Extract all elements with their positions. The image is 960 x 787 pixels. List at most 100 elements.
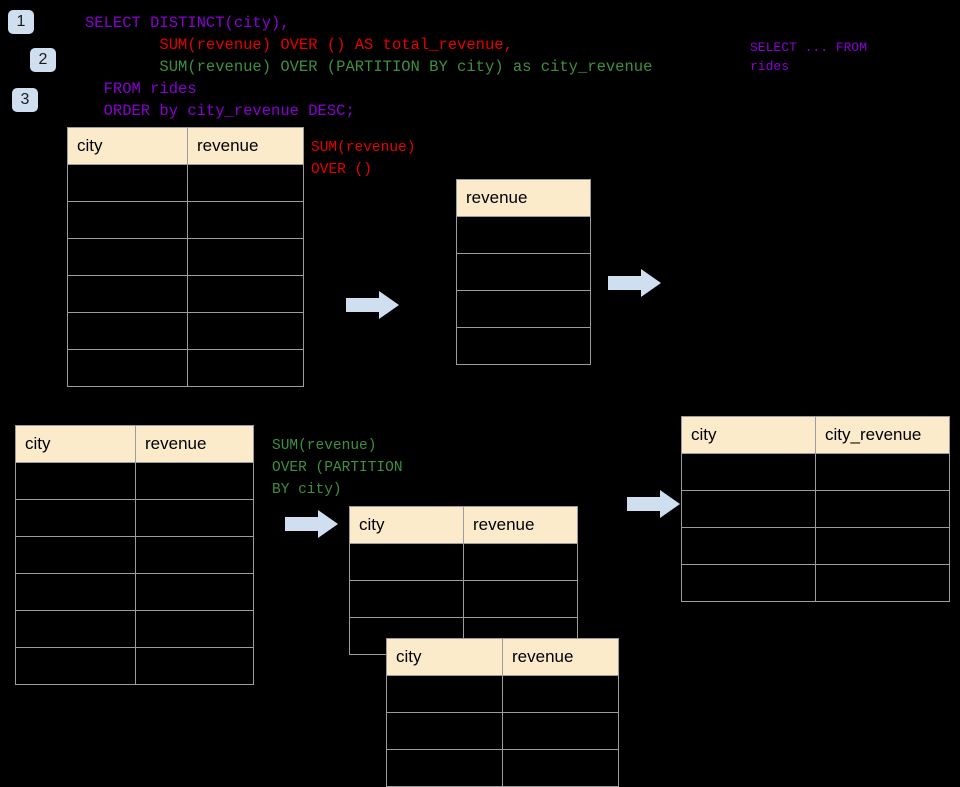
table-row (456, 327, 591, 365)
table-cell (349, 543, 464, 581)
table-cell (67, 312, 188, 350)
step-badge-3: 3 (12, 88, 38, 112)
table-cell (67, 349, 188, 387)
table-cell (187, 201, 304, 239)
table-cell (386, 675, 503, 713)
table-cell (681, 490, 816, 528)
table-cell (187, 349, 304, 387)
table-row (456, 290, 591, 328)
column-header-revenue: revenue (463, 506, 578, 544)
column-header-city: city (681, 416, 816, 454)
annotation-select-from-rides: SELECT ... FROM rides (750, 40, 868, 74)
table-row (15, 499, 254, 537)
sql-line-5: ORDER by city_revenue DESC; (85, 102, 355, 120)
table-row (15, 462, 254, 500)
table-cell (67, 164, 188, 202)
table-cell (135, 573, 254, 611)
column-header-city: city (15, 425, 136, 463)
column-header-city: city (386, 638, 503, 676)
table-row (456, 253, 591, 291)
table-cell (135, 499, 254, 537)
annotation-sum-over-partition: SUM(revenue) OVER (PARTITION BY city) (272, 438, 403, 498)
table-cell (135, 536, 254, 574)
table-cell (187, 164, 304, 202)
table-cell (135, 462, 254, 500)
table-cell (463, 543, 578, 581)
table-cell (15, 462, 136, 500)
table-total-revenue: revenue (456, 179, 591, 365)
table-row (349, 543, 578, 581)
table-cell (187, 275, 304, 313)
arrow-partition-to-result-icon (627, 489, 681, 519)
table-cell (386, 749, 503, 787)
table-row (67, 275, 304, 313)
table-row (67, 349, 304, 387)
sql-line-2: SUM(revenue) OVER () AS total_revenue, (85, 36, 513, 54)
annotation-sum-over-empty: SUM(revenue) OVER () (311, 140, 416, 178)
table-cell (187, 238, 304, 276)
table-cell (456, 253, 591, 291)
table-row (681, 490, 950, 528)
table-header-row: revenue (456, 179, 591, 217)
table-cell (815, 453, 950, 491)
sql-line-4: FROM rides (85, 80, 197, 98)
table-row (681, 453, 950, 491)
table-cell (67, 275, 188, 313)
table-cell (456, 327, 591, 365)
table-cell (815, 490, 950, 528)
table-cell (135, 647, 254, 685)
table-row (15, 573, 254, 611)
table-cell (463, 580, 578, 618)
table-cell (681, 453, 816, 491)
step-badge-2: 2 (30, 48, 56, 72)
arrow-source-to-partition-icon (285, 509, 339, 539)
table-row (386, 675, 619, 713)
sql-line-3: SUM(revenue) OVER (PARTITION BY city) as… (85, 58, 653, 76)
table-cell (386, 712, 503, 750)
table-cell (815, 527, 950, 565)
sql-query-block: SELECT DISTINCT(city), SUM(revenue) OVER… (85, 12, 652, 122)
table-row (67, 164, 304, 202)
table-row (67, 312, 304, 350)
table-row (349, 580, 578, 618)
table-row (456, 216, 591, 254)
table-cell (681, 564, 816, 602)
column-header-revenue: revenue (187, 127, 304, 165)
table-cell (15, 499, 136, 537)
table-cell (15, 536, 136, 574)
table-cell (681, 527, 816, 565)
table-cell (815, 564, 950, 602)
table-row (386, 712, 619, 750)
column-header-city: city (349, 506, 464, 544)
table-row (15, 536, 254, 574)
table-cell (135, 610, 254, 648)
table-cell (349, 580, 464, 618)
column-header-city_revenue: city_revenue (815, 416, 950, 454)
table-cell (456, 216, 591, 254)
column-header-revenue: revenue (135, 425, 254, 463)
table-cell (502, 712, 619, 750)
table-cell (15, 573, 136, 611)
column-header-city: city (67, 127, 188, 165)
table-cell (67, 238, 188, 276)
table-row (15, 610, 254, 648)
column-header-revenue: revenue (456, 179, 591, 217)
arrow-source-to-total-icon (346, 290, 400, 320)
table-row (386, 749, 619, 787)
table-cell (15, 647, 136, 685)
table-row (681, 527, 950, 565)
table-row (67, 201, 304, 239)
table-row (681, 564, 950, 602)
sql-line-1: SELECT DISTINCT(city), (85, 14, 290, 32)
table-row (15, 647, 254, 685)
